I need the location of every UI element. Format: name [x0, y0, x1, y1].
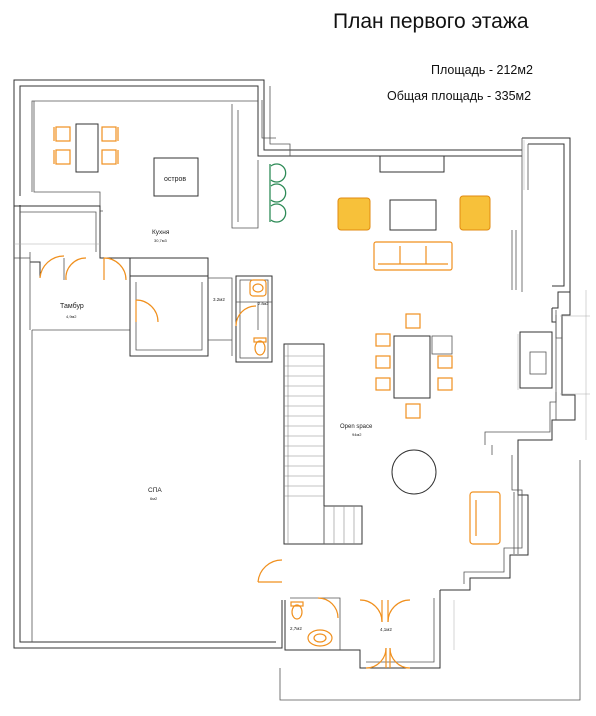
outer-walls	[13, 79, 581, 701]
kitchen-furniture	[53, 123, 287, 223]
dimension-lines	[14, 140, 590, 650]
island-label: остров	[164, 176, 186, 183]
hall-area: 4,1м2	[380, 627, 392, 632]
room-labels: остров Кухня 30,7м3 Тамбур 4,9м2 3.2м2 2…	[60, 176, 392, 632]
bath-area: 2,7м2	[290, 626, 302, 631]
wc-area: 2.8м2	[258, 301, 269, 306]
vestibule-label: Тамбур	[60, 302, 84, 310]
storage-area: 3.2м2	[213, 297, 225, 302]
open-space-furniture	[337, 155, 557, 554]
bathroom-fixtures	[249, 279, 411, 669]
spa-label: СПА	[148, 487, 162, 494]
spa-area: 6м2	[150, 496, 158, 501]
kitchen-label: Кухня	[152, 229, 170, 236]
plan-title: План первого этажа	[333, 10, 529, 33]
open-space-label: Open space	[340, 424, 373, 430]
vestibule-area: 4,9м2	[66, 314, 77, 319]
staircase	[283, 343, 363, 545]
kitchen-area: 30,7м3	[154, 238, 168, 243]
floor-area: Площадь - 212м2	[431, 63, 533, 77]
total-area: Общая площадь - 335м2	[387, 89, 532, 103]
open-space-area: 94м2	[352, 432, 362, 437]
